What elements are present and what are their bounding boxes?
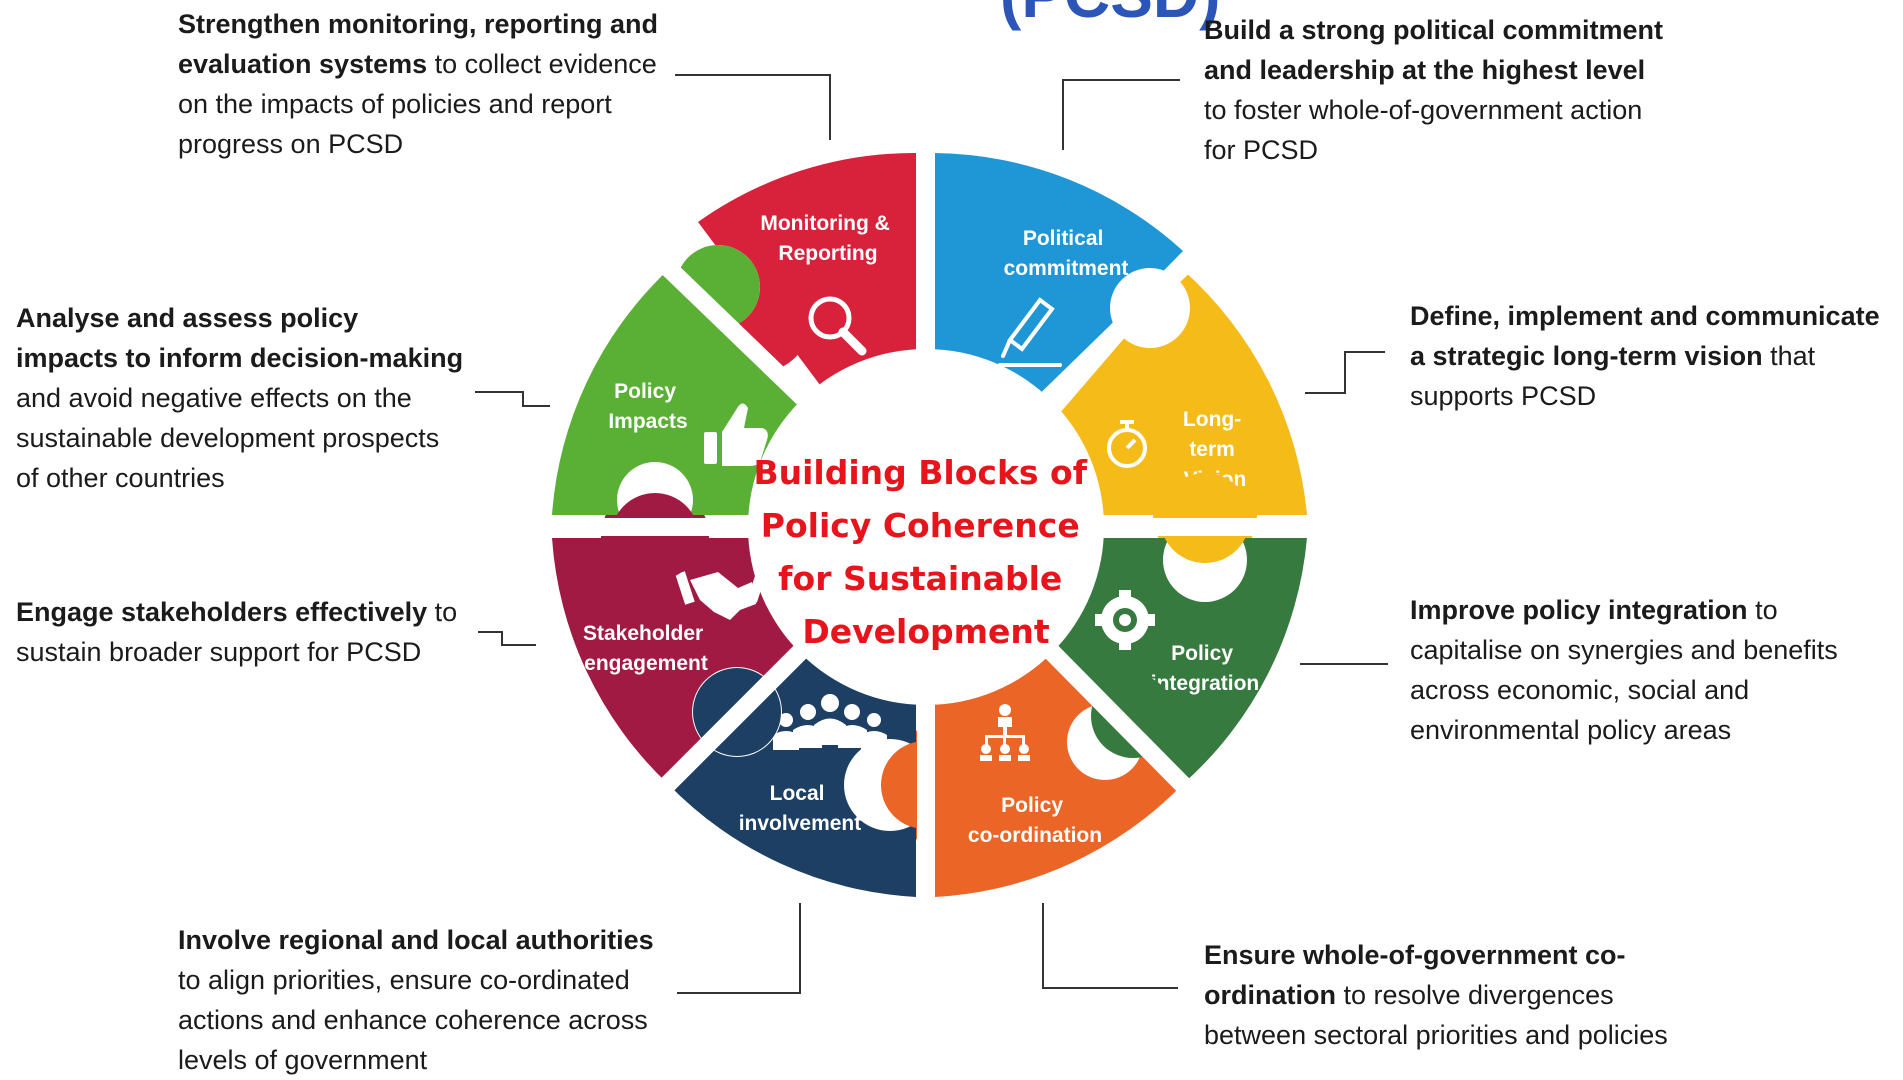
connector-vision [1305, 351, 1385, 394]
vision-label-line2: term [1189, 438, 1235, 461]
political-label-line2: commitment [1004, 257, 1129, 280]
connector-lines [475, 74, 1388, 994]
stopwatch-icon [1107, 420, 1147, 468]
note-integration-rest: to capitalise on synergies and benefits … [1410, 595, 1838, 745]
coordination-label-line2: co-ordination [968, 824, 1102, 847]
gear-icon [1095, 590, 1155, 650]
segment-monitoring-shape [698, 152, 916, 405]
connector-political [1062, 79, 1180, 150]
divider-bottom-right [1033, 633, 1197, 799]
note-integration-bold: Improve policy integration [1410, 595, 1748, 625]
svg-text:Policy integration: Policy integration [1151, 642, 1260, 695]
divider-bottom-left [653, 633, 819, 799]
center-circle [748, 349, 1104, 705]
note-local-bold: Involve regional and local authorities [178, 925, 654, 955]
note-vision-rest: that supports PCSD [1410, 341, 1816, 411]
tab-political [958, 263, 1062, 367]
local-label-line1: Local [770, 782, 825, 805]
monitoring-label-line2: Reporting [778, 242, 877, 265]
center-title-line1: Building Blocks of [753, 453, 1087, 492]
coordination-label-line1: Policy [1001, 794, 1063, 817]
svg-text:Stakeholder engagement: Stakeholder engagement [583, 622, 709, 675]
local-label-line2: involvement [739, 812, 862, 835]
connector-local [677, 903, 801, 994]
note-integration: Improve policy integration to capitalise… [1410, 590, 1880, 750]
svg-text:Local involvement: Local involvement [739, 782, 862, 835]
note-stakeholder: Engage stakeholders effectively to susta… [16, 592, 466, 672]
connector-impacts [475, 391, 550, 407]
note-impacts-bold: Analyse and assess policy impacts to inf… [16, 303, 464, 373]
note-local: Involve regional and local authorities t… [178, 920, 678, 1080]
integration-label-line2: integration [1151, 672, 1260, 695]
political-label-line1: Political [1023, 227, 1104, 250]
note-monitoring: Strengthen monitoring, reporting and eva… [178, 4, 678, 164]
note-vision: Define, implement and communicate a stra… [1410, 296, 1900, 416]
note-political-bold: Build a strong political commitment and … [1204, 15, 1664, 85]
center-title-line4: Development [802, 612, 1050, 651]
thumbs-up-icon [704, 403, 768, 466]
note-stakeholder-bold: Engage stakeholders effectively [16, 597, 428, 627]
monitoring-label-line1: Monitoring & [760, 212, 889, 235]
integration-label-line1: Policy [1171, 642, 1233, 665]
magnifier-icon [808, 296, 867, 356]
stakeholder-label-line2: engagement [584, 652, 708, 675]
note-stakeholder-rest: to sustain broader support for PCSD [16, 597, 458, 667]
tab-stakeholder-overlap [611, 493, 699, 581]
connector-monitoring [675, 74, 831, 140]
connector-coordination [1042, 903, 1178, 989]
svg-text:Political commitment: Political commitment [1004, 227, 1129, 280]
divider-top-right [1029, 251, 1199, 417]
segment-political: Political commitment [935, 153, 1183, 397]
segment-vision-shape [1053, 270, 1307, 515]
note-impacts-rest: and avoid negative effects on the sustai… [16, 383, 440, 493]
center-title-line2: Policy Coherence [761, 506, 1080, 545]
note-monitoring-rest: to collect evidence on the impacts of po… [178, 49, 657, 159]
segment-coordination-shape [935, 633, 1183, 897]
svg-text:Policy co-ordination: Policy co-ordination [968, 794, 1102, 847]
pen-icon [998, 297, 1062, 367]
note-coordination-bold: Ensure whole-of-government co-ordination [1204, 940, 1626, 1010]
vision-label-line1: Long- [1183, 408, 1241, 431]
divider-top-left [653, 253, 833, 427]
svg-text:Policy Impacts: Policy Impacts [608, 380, 687, 433]
note-coordination-rest: to resolve divergences between sectoral … [1204, 980, 1668, 1050]
svg-text:Building Blocks of Policy: Building Blocks of Policy Coherence for … [753, 453, 1098, 651]
center-title-line3: for Sustainable [778, 559, 1062, 598]
stakeholder-label-line1: Stakeholder [583, 622, 703, 645]
org-chart-icon [980, 704, 1030, 761]
note-coordination: Ensure whole-of-government co-ordination… [1204, 935, 1704, 1055]
note-political: Build a strong political commitment and … [1204, 10, 1674, 170]
connector-stakeholder [478, 631, 536, 646]
impacts-label-line2: Impacts [608, 410, 687, 433]
note-vision-bold: Define, implement and communicate a stra… [1410, 301, 1880, 371]
note-monitoring-bold: Strengthen monitoring, reporting and eva… [178, 9, 658, 79]
note-impacts: Analyse and assess policy impacts to inf… [16, 298, 466, 498]
impacts-label-line1: Policy [614, 380, 676, 403]
tab-integration-overlap [1091, 674, 1175, 758]
svg-text:Monitoring & Reporting: Monitoring & Reporting [760, 212, 895, 265]
ring-segments: Monitoring & Reporting Political commitm… [552, 152, 1307, 897]
note-political-rest: to foster whole-of-government action for… [1204, 95, 1643, 165]
page-title-fragment: (PCSD) [1000, 0, 1220, 32]
segment-dividers [540, 140, 1320, 905]
note-local-rest: to align priorities, ensure co-ordinated… [178, 965, 648, 1075]
people-icon [773, 694, 887, 750]
